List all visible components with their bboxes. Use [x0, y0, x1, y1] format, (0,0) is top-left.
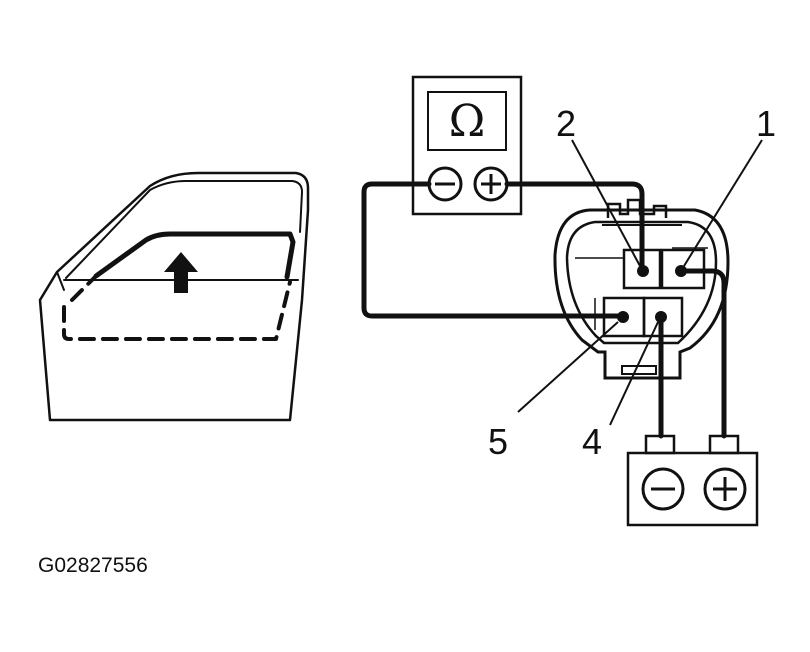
car-door [38, 171, 310, 422]
leader-pin-5 [517, 321, 619, 413]
plus-icon [473, 166, 509, 202]
connector-pins [617, 265, 687, 323]
connector-latch [621, 365, 657, 375]
arrow-up-icon [164, 252, 198, 293]
battery [626, 434, 759, 527]
window-regulator-connector [553, 198, 730, 380]
door-lower-edge [56, 271, 65, 291]
wire-pin-1-to-battery-plus [678, 268, 727, 439]
pin-label-1: 1 [756, 103, 776, 144]
leader-pin-4 [609, 321, 659, 426]
wire-ohmmeter-minus-to-pin-5 [361, 181, 626, 319]
wire-ohmmeter-plus-to-pin-2 [504, 181, 645, 274]
pin-label-2: 2 [556, 103, 576, 144]
battery-terminal-minus-post [644, 434, 676, 455]
pin-label-4: 4 [582, 421, 602, 462]
wires [361, 181, 727, 439]
door-outline [38, 171, 310, 422]
minus-icon [641, 467, 685, 511]
leader-pin-1 [683, 139, 763, 267]
connector-outer-shell [553, 208, 730, 380]
ohmmeter: Ω [411, 75, 523, 216]
leader-lines [517, 139, 763, 426]
window-top-edge [93, 231, 296, 280]
ohmmeter-body [411, 75, 523, 216]
battery-terminal-plus-post [708, 434, 740, 455]
window-glass-lowered-upper [70, 274, 98, 302]
connector-lock-tab [606, 198, 668, 218]
pin-label-5: 5 [488, 421, 508, 462]
connector-inner-shell [565, 220, 718, 345]
plus-icon [703, 467, 747, 511]
figure-code: G02827556 [38, 554, 148, 577]
battery-body [626, 451, 759, 527]
leader-pin-2 [571, 139, 641, 267]
window-glass-lowered [62, 280, 292, 341]
ohm-symbol: Ω [449, 96, 485, 147]
window-frame-outer [65, 180, 303, 279]
ohmmeter-display [427, 91, 507, 151]
minus-icon [427, 166, 463, 202]
